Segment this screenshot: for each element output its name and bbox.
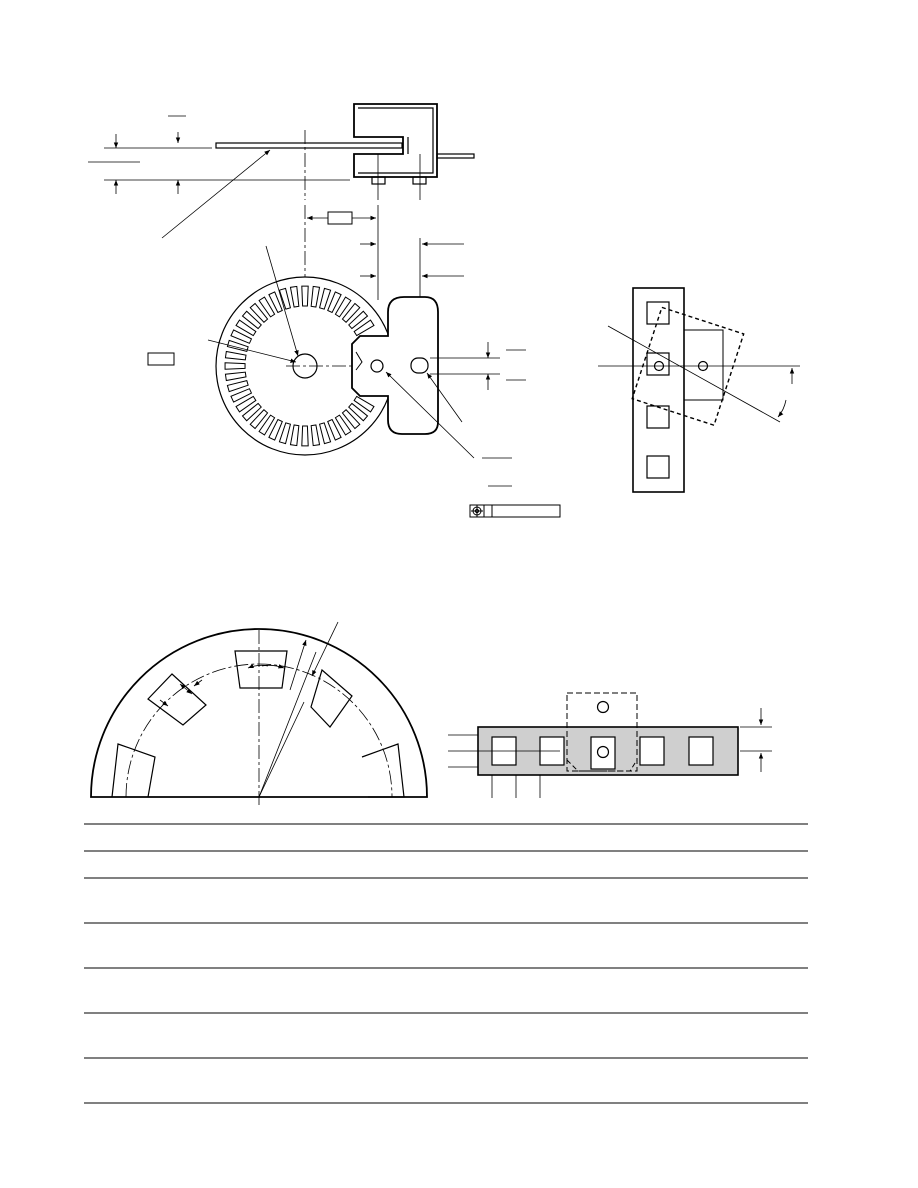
encoder-slot: [268, 291, 283, 314]
encoder-slot: [301, 285, 309, 307]
stud-right: [412, 176, 427, 185]
encoder-slot: [235, 319, 257, 337]
encoder-slot: [353, 395, 375, 413]
encoder-slot: [258, 414, 276, 436]
encoder-slot: [224, 350, 247, 361]
encoder-slot: [318, 287, 332, 310]
encoder-slot: [289, 285, 300, 308]
spec-table: [84, 823, 808, 1104]
encoder-slot: [334, 296, 352, 318]
encoder-slot: [289, 424, 300, 447]
encoder-slot: [230, 388, 253, 403]
sensor-lead: [436, 153, 475, 159]
side-view: [88, 103, 475, 239]
encoder-slot: [318, 422, 332, 445]
stud-left: [371, 176, 386, 185]
sensor-housing: [353, 103, 438, 178]
encoder-slot: [341, 302, 361, 323]
encoder-slot: [241, 310, 262, 330]
encoder-slot: [310, 424, 321, 447]
dashed-sensor-outline: [566, 692, 638, 772]
encoder-slot: [327, 418, 342, 441]
encoder-slot: [235, 395, 257, 413]
encoder-slots: [224, 285, 375, 447]
encoder-slot: [278, 287, 292, 310]
encoder-slot: [341, 409, 361, 430]
front-view: [147, 205, 561, 518]
encoder-slot: [301, 425, 309, 447]
sensor-body-front: [351, 296, 439, 435]
disk-leader: [161, 149, 271, 239]
detail-slots: [111, 650, 405, 798]
encoder-slot: [353, 319, 375, 337]
sensor-notch: [351, 351, 363, 371]
encoder-slot: [224, 362, 246, 370]
detail-semicircle: [90, 628, 428, 798]
encoder-slot: [249, 302, 269, 323]
sensor-hole-slot: [410, 357, 429, 374]
encoder-slot: [268, 418, 283, 441]
encoder-slot: [327, 291, 342, 314]
encoder-slot: [310, 285, 321, 308]
sensor-footprint: [683, 329, 724, 401]
sensor-housing-inner: [358, 107, 434, 174]
encoder-slot: [230, 329, 253, 344]
wheel-detail-view: [90, 621, 428, 805]
encoder-slot: [348, 310, 369, 330]
rotated-sensor-outline: [631, 306, 745, 427]
alignment-view: [598, 287, 800, 493]
tolerance-frame: [469, 504, 561, 518]
dimension-box-top: [327, 211, 353, 225]
dimension-box-left: [147, 352, 175, 366]
disk-side-profile: [215, 142, 403, 149]
strip-detail-view: [448, 692, 772, 798]
encoder-slot: [348, 402, 369, 422]
sensor-hole-round: [370, 359, 384, 373]
encoder-slot: [258, 296, 276, 318]
encoder-slot: [334, 414, 352, 436]
encoder-slot: [249, 409, 269, 430]
encoder-slot: [224, 371, 247, 382]
encoder-slot: [241, 402, 262, 422]
encoder-slot: [278, 422, 292, 445]
encoder-slot: [226, 379, 249, 393]
